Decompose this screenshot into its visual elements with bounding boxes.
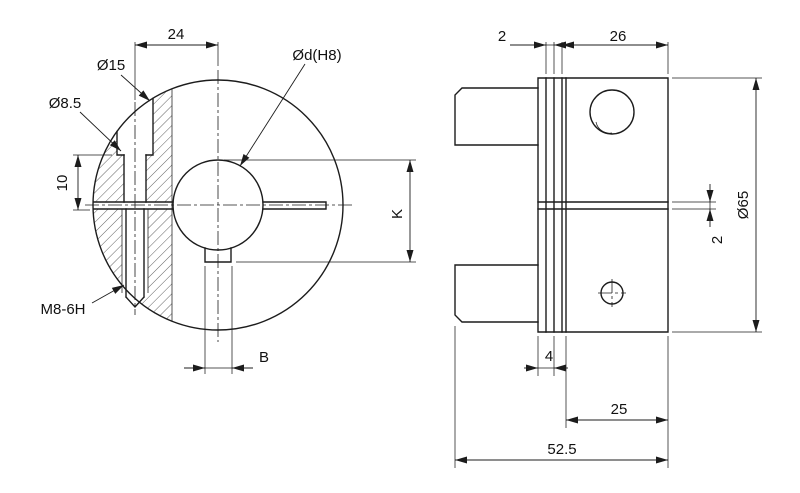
hub-outline	[537, 77, 669, 333]
front-view: 24 Ø15 Ø8.5 10 M8-6H Ød(H8)	[40, 26, 416, 374]
dim-label-24: 24	[168, 26, 185, 43]
dim-4: 4	[524, 336, 568, 376]
dim-label-k: K	[389, 209, 406, 219]
dim-24: 24	[134, 26, 219, 100]
dim-counterbore: Ø15	[97, 57, 151, 102]
dim-label-4: 4	[545, 348, 553, 365]
screw-access-hole	[589, 89, 635, 135]
thread-crest-lines	[121, 209, 149, 293]
dim-label-10: 10	[54, 175, 71, 192]
top-jaw	[454, 87, 539, 146]
thread-hole-walls	[125, 208, 145, 309]
label-outer-dia: Ø65	[735, 191, 752, 219]
bottom-jaw	[454, 264, 539, 323]
dim-26: 26	[561, 28, 669, 74]
dim-label-25: 25	[611, 401, 628, 418]
dim-clearance: Ø8.5	[49, 95, 122, 152]
clamp-slit-side	[537, 201, 669, 210]
clearance-hole-walls	[123, 154, 147, 203]
dim-2-slit: 2	[672, 184, 726, 244]
dim-10: 10	[54, 154, 112, 211]
label-thread-spec: M8-6H	[40, 301, 85, 318]
dim-k: K	[224, 159, 416, 263]
side-view: 2 26 Ø65 2 4	[454, 28, 762, 468]
thread-hole-crosshair	[598, 279, 626, 307]
dim-thread: M8-6H	[40, 284, 125, 318]
label-clearance-dia: Ø8.5	[49, 95, 82, 112]
slit-section-lines	[92, 201, 174, 210]
label-bore-dia: Ød(H8)	[292, 47, 341, 64]
dim-label-26: 26	[610, 28, 627, 45]
screw-access-hole-inner-edge	[595, 121, 613, 134]
dim-b: B	[184, 266, 269, 374]
dim-label-2-top: 2	[498, 28, 506, 45]
dim-outer-dia: Ø65	[672, 77, 762, 333]
slit-cutout	[93, 202, 173, 209]
clamp-slit-front	[262, 201, 327, 210]
dim-label-2-slit: 2	[709, 236, 726, 244]
dim-label-52-5: 52.5	[547, 441, 576, 458]
dim-52-5: 52.5	[454, 326, 669, 468]
dim-25: 25	[565, 336, 668, 428]
dim-label-b: B	[259, 349, 269, 366]
flange-groove-lines	[545, 77, 567, 333]
label-counterbore-dia: Ø15	[97, 57, 125, 74]
dim-bore: Ød(H8)	[239, 47, 342, 167]
